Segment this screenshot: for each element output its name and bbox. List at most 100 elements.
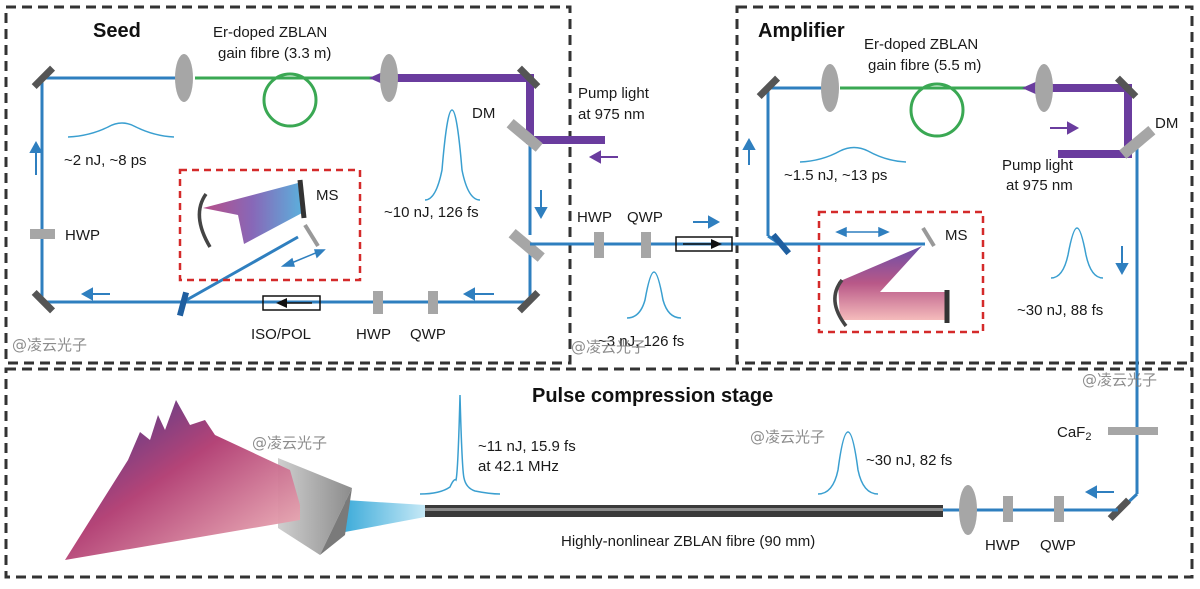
amp-input-mirror — [770, 232, 792, 256]
pump2-label-2: at 975 nm — [1006, 177, 1073, 194]
ms-amp-label: MS — [945, 227, 968, 244]
isolator-mid-box — [675, 236, 733, 252]
seed-lens-left — [175, 54, 193, 102]
seed-direction-arrows — [29, 140, 548, 301]
pulse-seed-stretched-label: ~2 nJ, ~8 ps — [64, 152, 147, 169]
seed-compressor-fan — [203, 183, 302, 244]
qwp-seed-bottom-plate — [428, 291, 438, 314]
iso-pol-box — [262, 295, 321, 311]
watermark-5: @凌云光子 — [750, 428, 825, 446]
watermark-2: @凌云光子 — [571, 338, 646, 356]
dm-amp-label: DM — [1155, 115, 1178, 132]
amp-ms-plate — [921, 226, 936, 248]
mid-arrow — [693, 215, 721, 229]
hwp-mid-plate — [594, 232, 604, 258]
pump2-arrow — [1050, 121, 1080, 135]
amp-fibre-coil — [909, 82, 965, 138]
pulse-mid-label: ~3 nJ, 126 fs — [598, 333, 684, 350]
caf2-sub: 2 — [1085, 431, 1091, 443]
dm-seed-label: DM — [472, 105, 495, 122]
seed-fibre-coil — [262, 72, 318, 128]
pulse-output — [419, 394, 501, 495]
pump1-arrow — [588, 150, 618, 164]
output-beam-cone — [345, 500, 425, 532]
caf2-main: CaF — [1057, 424, 1085, 441]
hwp-seed-bottom-label: HWP — [356, 326, 391, 343]
seed-grating-mirror — [176, 291, 190, 317]
amp-lens-left — [821, 64, 839, 112]
amp-direction-arrows — [742, 137, 1129, 499]
output-spectrum-fan — [65, 400, 300, 560]
amp-pump-path — [1044, 84, 1132, 158]
seed-lens-right — [380, 54, 398, 102]
hwp-seed-left-plate — [30, 229, 55, 239]
pump2-label-1: Pump light — [1002, 157, 1074, 174]
iso-pol-label: ISO/POL — [251, 326, 311, 343]
amp-fibre-label-2: gain fibre (5.5 m) — [868, 57, 981, 74]
pulse-amp-stretched — [799, 146, 907, 163]
pump1-label-2: at 975 nm — [578, 106, 645, 123]
seed-ms-mirror — [297, 179, 307, 219]
pulse-seed-compressed — [424, 109, 481, 201]
comp-lens — [959, 485, 977, 535]
pulse-comp-input-label: ~30 nJ, 82 fs — [866, 452, 952, 469]
compression-title: Pulse compression stage — [532, 385, 773, 407]
pulse-seed-compressed-label: ~10 nJ, 126 fs — [384, 204, 479, 221]
seed-fibre-label-1: Er-doped ZBLAN — [213, 24, 327, 41]
pulse-amp-compressed — [1050, 227, 1104, 279]
hwp-mid-label: HWP — [577, 209, 612, 226]
pulse-mid — [626, 271, 682, 319]
output-prism-side — [320, 488, 352, 555]
watermark-3: @凌云光子 — [1082, 371, 1157, 389]
pump1-label-1: Pump light — [578, 85, 650, 102]
mirror-seed-bottom-right — [516, 289, 541, 314]
qwp-mid-plate — [641, 232, 651, 258]
mirror-amp-top-left — [756, 75, 781, 100]
mirror-seed-bottom-left — [31, 289, 56, 314]
seed-ms-plate — [303, 223, 320, 248]
mirror-seed-top-right — [516, 65, 541, 90]
seed-fibre-label-2: gain fibre (3.3 m) — [218, 45, 331, 62]
watermark-1: @凌云光子 — [12, 336, 87, 354]
amplifier-box — [735, 5, 1194, 365]
compression-box — [4, 367, 1194, 579]
seed-output-coupler — [508, 228, 545, 262]
seed-title: Seed — [93, 20, 141, 42]
mirror-amp-top-right — [1114, 75, 1139, 100]
iso-pol-arrow — [276, 298, 287, 308]
mirror-comp-corner — [1107, 497, 1132, 522]
pulse-comp-input — [817, 431, 879, 495]
amp-fibre-label-1: Er-doped ZBLAN — [864, 36, 978, 53]
ms-seed-label: MS — [316, 187, 339, 204]
qwp-comp-label: QWP — [1040, 537, 1076, 554]
amplifier-title: Amplifier — [758, 20, 845, 42]
qwp-comp-plate — [1054, 496, 1064, 522]
amp-curved-mirror — [833, 278, 848, 328]
seed-compressor-box — [178, 168, 362, 282]
seed-pump-path — [388, 74, 605, 144]
qwp-mid-label: QWP — [627, 209, 663, 226]
hwp-seed-left-label: HWP — [65, 227, 100, 244]
hwp-seed-bottom-plate — [373, 291, 383, 314]
dm-amp-plate — [1119, 125, 1156, 159]
hwp-comp-plate — [1003, 496, 1013, 522]
amp-lens-right — [1035, 64, 1053, 112]
seed-box — [4, 5, 572, 365]
pulse-amp-stretched-label: ~1.5 nJ, ~13 ps — [784, 167, 887, 184]
seed-curved-mirror — [197, 192, 212, 248]
mirror-seed-top-left — [31, 65, 56, 90]
pulse-amp-compressed-label: ~30 nJ, 88 fs — [1017, 302, 1103, 319]
pulse-seed-stretched — [67, 122, 175, 138]
caf2-label: CaF2 — [1057, 424, 1091, 443]
pulse-output-label-1: ~11 nJ, 15.9 fs — [478, 438, 576, 455]
dm-seed-plate — [506, 118, 543, 152]
caf2-plate — [1108, 427, 1158, 435]
qwp-seed-bottom-label: QWP — [410, 326, 446, 343]
hnlf-label: Highly-nonlinear ZBLAN fibre (90 mm) — [561, 533, 815, 550]
amp-compressor-box — [817, 210, 985, 334]
watermark-4: @凌云光子 — [252, 434, 327, 452]
pulse-output-label-2: at 42.1 MHz — [478, 458, 559, 475]
amp-compressor-fan — [838, 246, 945, 320]
hwp-comp-label: HWP — [985, 537, 1020, 554]
